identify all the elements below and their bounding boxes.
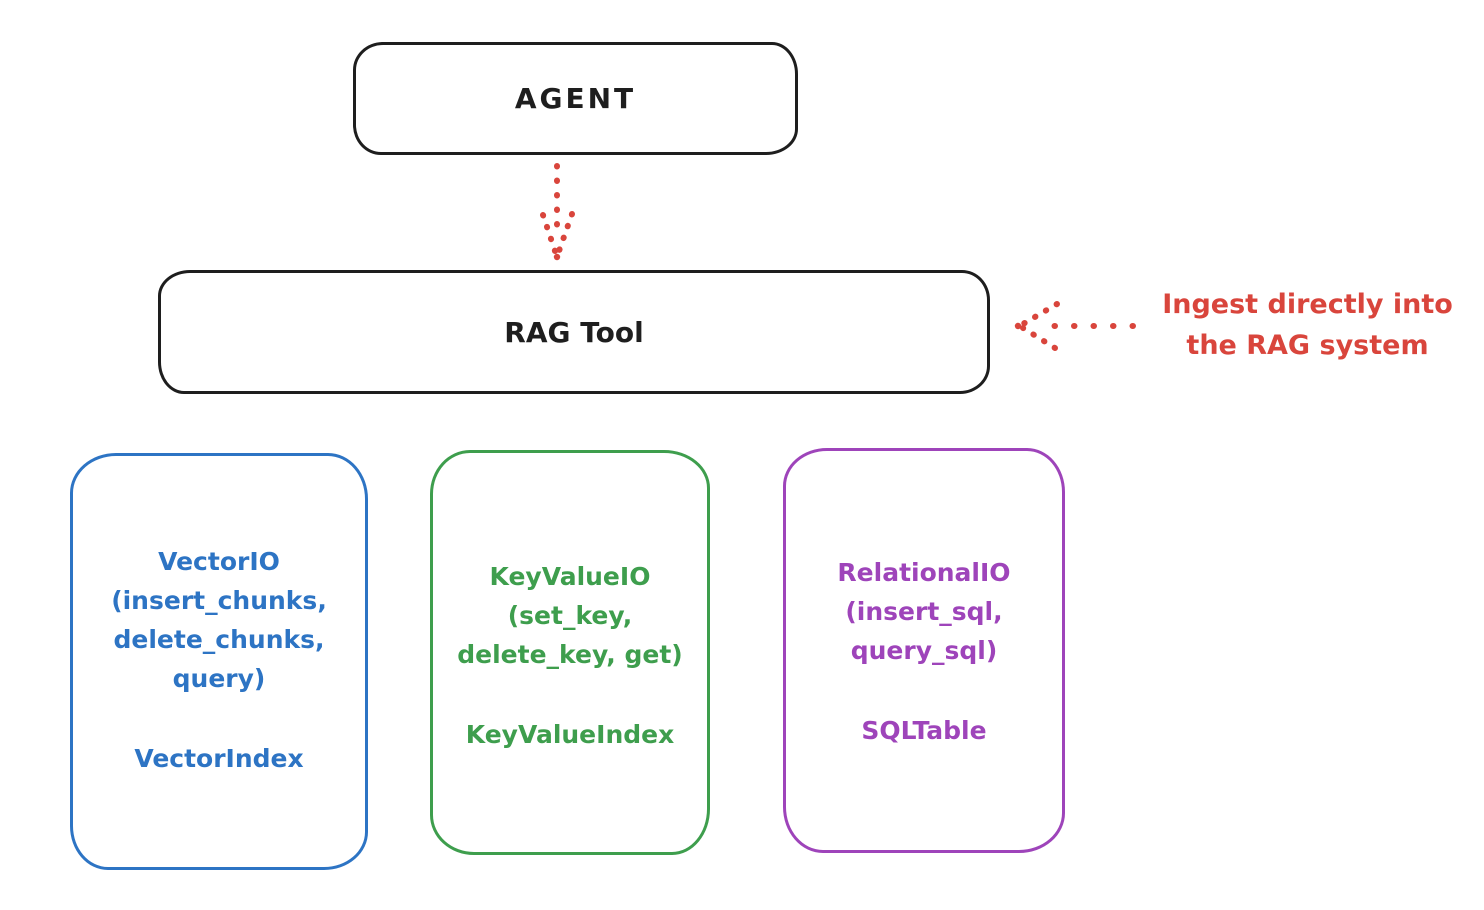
- box-text-line: KeyValueIO: [489, 562, 651, 591]
- ingest-annotation: Ingest directly into the RAG system: [1135, 284, 1480, 366]
- dotted-arrow-left-icon: [1014, 301, 1136, 351]
- box-text-line: delete_key, get): [457, 640, 683, 669]
- rag-tool-node: RAG Tool: [158, 270, 990, 394]
- annotation-line: Ingest directly into: [1162, 289, 1453, 320]
- box-text-line: query): [172, 664, 266, 693]
- annotation-line: the RAG system: [1186, 330, 1429, 361]
- rag-tool-label: RAG Tool: [504, 315, 644, 349]
- box-text-line: delete_chunks,: [113, 625, 325, 654]
- agent-label: AGENT: [514, 82, 637, 115]
- storage-box-lines: KeyValueIO (set_key, delete_key, get): [457, 557, 682, 674]
- index-label: SQLTable: [861, 716, 987, 745]
- agent-node: AGENT: [353, 42, 798, 155]
- index-label: VectorIndex: [134, 744, 304, 773]
- storage-box-lines: RelationalIO (insert_sql, query_sql): [837, 553, 1010, 670]
- box-text-line: RelationalIO: [837, 558, 1011, 587]
- index-label: KeyValueIndex: [465, 720, 675, 749]
- vector-io-node: VectorIO (insert_chunks, delete_chunks, …: [70, 453, 368, 870]
- keyvalue-io-node: KeyValueIO (set_key, delete_key, get) Ke…: [430, 450, 710, 855]
- storage-box-lines: VectorIO (insert_chunks, delete_chunks, …: [111, 542, 327, 698]
- box-text-line: (set_key,: [507, 601, 633, 630]
- dotted-arrow-down-icon: [540, 163, 575, 261]
- box-text-line: VectorIO: [158, 547, 280, 576]
- box-text-line: (insert_chunks,: [111, 586, 327, 615]
- relational-io-node: RelationalIO (insert_sql, query_sql) SQL…: [783, 448, 1065, 853]
- box-text-line: query_sql): [850, 636, 998, 665]
- box-text-line: (insert_sql,: [845, 597, 1003, 626]
